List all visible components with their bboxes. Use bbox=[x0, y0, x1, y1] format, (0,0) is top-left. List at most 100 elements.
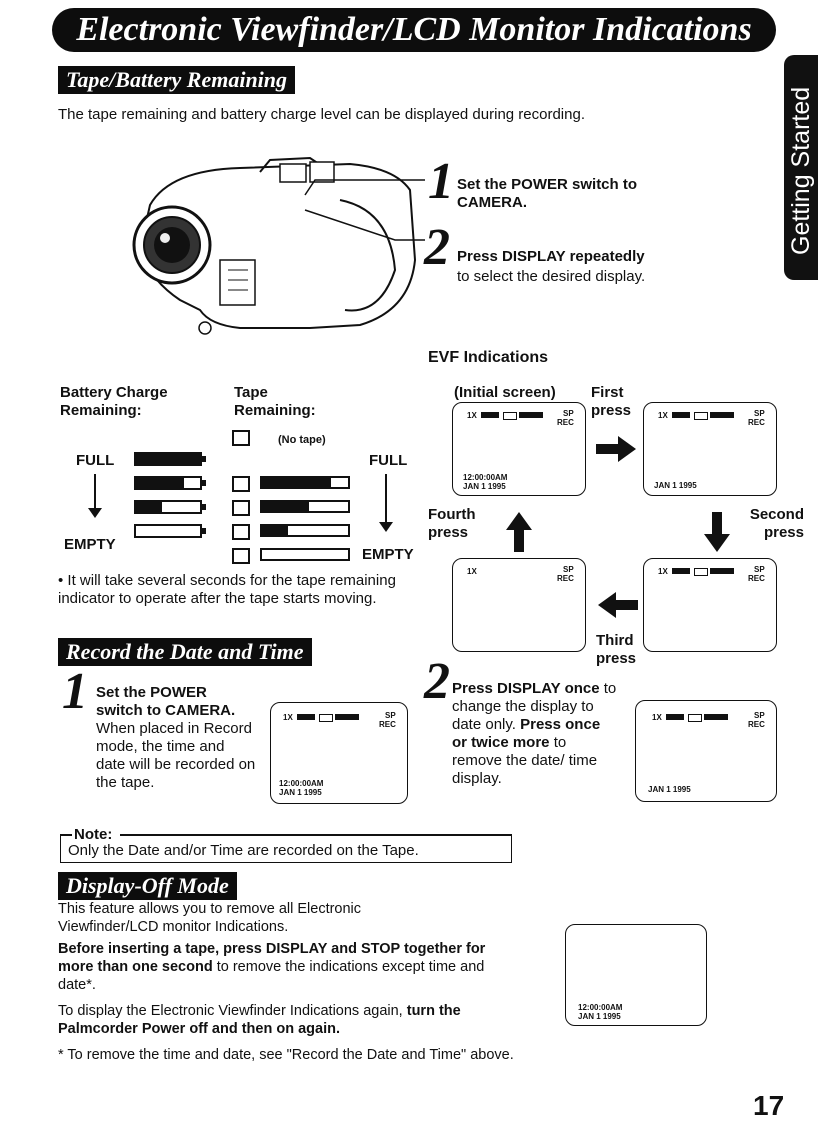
sp-indicator: SP bbox=[754, 409, 765, 418]
battery-icon bbox=[666, 714, 684, 720]
tape-bar-icon bbox=[519, 412, 543, 418]
tape-empty-label: EMPTY bbox=[362, 546, 414, 563]
battery-level-fill bbox=[136, 502, 162, 512]
initial-screen-label: (Initial screen) bbox=[454, 384, 556, 401]
arrow-left-icon bbox=[598, 592, 638, 618]
arrow-down-icon bbox=[704, 512, 730, 552]
battery-level-icons bbox=[134, 452, 214, 552]
cassette-icon bbox=[232, 548, 250, 564]
battery-empty-label: EMPTY bbox=[64, 536, 116, 553]
zoom-indicator: 1X bbox=[467, 411, 477, 420]
tape-level-bar bbox=[260, 476, 350, 489]
step-2-bold: Press DISPLAY repeatedly bbox=[457, 248, 645, 265]
battery-level-icon bbox=[134, 500, 206, 514]
sp-indicator: SP bbox=[385, 711, 396, 720]
tape-icon bbox=[319, 714, 333, 722]
tape-level-bar bbox=[260, 524, 350, 537]
tape-level-fill bbox=[262, 502, 310, 511]
battery-icon bbox=[672, 412, 690, 418]
camcorder-illustration bbox=[132, 156, 417, 335]
battery-level-fill bbox=[136, 454, 200, 464]
battery-full-label: FULL bbox=[76, 452, 115, 469]
cassette-icon bbox=[232, 476, 250, 492]
step-1-text: Set the POWER switch to CAMERA. bbox=[457, 176, 638, 211]
battery-tip bbox=[202, 456, 206, 462]
tape-arrow-head bbox=[379, 522, 393, 532]
display-off-bold1: Before inserting a tape, press DISPLAY a… bbox=[58, 941, 486, 975]
evf-heading: EVF Indications bbox=[428, 349, 549, 366]
display-off-text1: to remove the indications except time an… bbox=[58, 959, 485, 993]
cassette-icon bbox=[232, 500, 250, 516]
display-off-line2: To display the Electronic Viewfinder Ind… bbox=[58, 1003, 403, 1019]
rec-indicator: REC bbox=[557, 418, 574, 427]
record-step-2-bold2: Press once or twice more bbox=[452, 716, 601, 751]
tape-icon bbox=[503, 412, 517, 420]
record-screen-date-only: 1X SP REC JAN 1 1995 bbox=[635, 700, 777, 802]
evf-screen-first-press: 1X SP REC JAN 1 1995 bbox=[643, 402, 777, 496]
cassette-icon bbox=[232, 430, 250, 446]
rec-indicator: REC bbox=[557, 574, 574, 583]
rec-indicator: REC bbox=[748, 720, 765, 729]
second-press-label: Second press bbox=[749, 506, 804, 541]
third-press-label: Third press bbox=[596, 632, 637, 667]
arrow-up-icon bbox=[506, 512, 532, 552]
display-off-bold2: turn the Palmcorder Power off and then o… bbox=[58, 1003, 461, 1037]
tape-bar-icon bbox=[710, 568, 734, 574]
tape-level-bar bbox=[260, 548, 350, 561]
section-tab: Getting Started bbox=[784, 55, 818, 280]
tape-battery-heading: Tape/Battery Remaining bbox=[58, 66, 296, 94]
date-display: JAN 1 1995 bbox=[279, 788, 322, 797]
record-date-heading: Record the Date and Time bbox=[58, 638, 312, 666]
battery-tip bbox=[202, 528, 206, 534]
battery-level-icon bbox=[134, 452, 206, 466]
rec-indicator: REC bbox=[748, 418, 765, 427]
battery-tip bbox=[202, 480, 206, 486]
tape-level-icons bbox=[232, 428, 362, 564]
record-step-2-text2: to remove the date/ time display. bbox=[452, 734, 598, 787]
time-display: 12:00:00AM bbox=[463, 473, 508, 482]
battery-level-icon bbox=[134, 524, 206, 538]
step-2-number: 2 bbox=[424, 219, 450, 276]
tape-arrow bbox=[385, 474, 387, 524]
date-display: JAN 1 1995 bbox=[648, 785, 691, 794]
tape-bar-icon bbox=[335, 714, 359, 720]
tape-level-fill bbox=[262, 526, 288, 535]
record-step-1-block: Set the POWER switch to CAMERA. When pla… bbox=[96, 684, 256, 792]
note-box-top-right bbox=[120, 834, 511, 836]
page-number: 17 bbox=[753, 1090, 785, 1121]
record-step-2-text: to change the display to date only. bbox=[452, 680, 617, 733]
display-off-para3: To display the Electronic Viewfinder Ind… bbox=[58, 1002, 498, 1038]
battery-label: Battery Charge Remaining: bbox=[60, 384, 168, 419]
arrow-right-icon bbox=[596, 436, 636, 462]
battery-icon bbox=[297, 714, 315, 720]
rec-indicator: REC bbox=[748, 574, 765, 583]
tape-label: Tape Remaining: bbox=[234, 384, 316, 419]
tape-battery-intro: The tape remaining and battery charge le… bbox=[58, 106, 585, 123]
zoom-indicator: 1X bbox=[658, 567, 668, 576]
record-screen-initial: 1X SP REC 12:00:00AM JAN 1 1995 bbox=[270, 702, 408, 804]
date-display: JAN 1 1995 bbox=[654, 481, 697, 490]
record-step-1-number: 1 bbox=[62, 663, 88, 720]
note-box-top-left bbox=[60, 834, 72, 836]
note-text: Only the Date and/or Time are recorded o… bbox=[68, 842, 419, 859]
note-label: Note: bbox=[72, 826, 115, 844]
battery-icon bbox=[481, 412, 499, 418]
sp-indicator: SP bbox=[563, 409, 574, 418]
section-tab-label: Getting Started bbox=[787, 86, 815, 255]
evf-screen-second-press: 1X SP REC bbox=[643, 558, 777, 652]
tape-icon bbox=[694, 568, 708, 576]
date-display: JAN 1 1995 bbox=[578, 1012, 621, 1021]
sp-indicator: SP bbox=[563, 565, 574, 574]
display-off-footnote: * To remove the time and date, see "Reco… bbox=[58, 1047, 514, 1063]
display-off-para2: Before inserting a tape, press DISPLAY a… bbox=[58, 940, 498, 994]
battery-level-icon bbox=[134, 476, 206, 490]
battery-icon bbox=[672, 568, 690, 574]
zoom-indicator: 1X bbox=[283, 713, 293, 722]
tape-bar-icon bbox=[704, 714, 728, 720]
sp-indicator: SP bbox=[754, 565, 765, 574]
zoom-indicator: 1X bbox=[652, 713, 662, 722]
time-display: 12:00:00AM bbox=[279, 779, 324, 788]
date-display: JAN 1 1995 bbox=[463, 482, 506, 491]
record-step-2-bold: Press DISPLAY once bbox=[452, 680, 600, 697]
no-tape-label: (No tape) bbox=[278, 434, 326, 446]
